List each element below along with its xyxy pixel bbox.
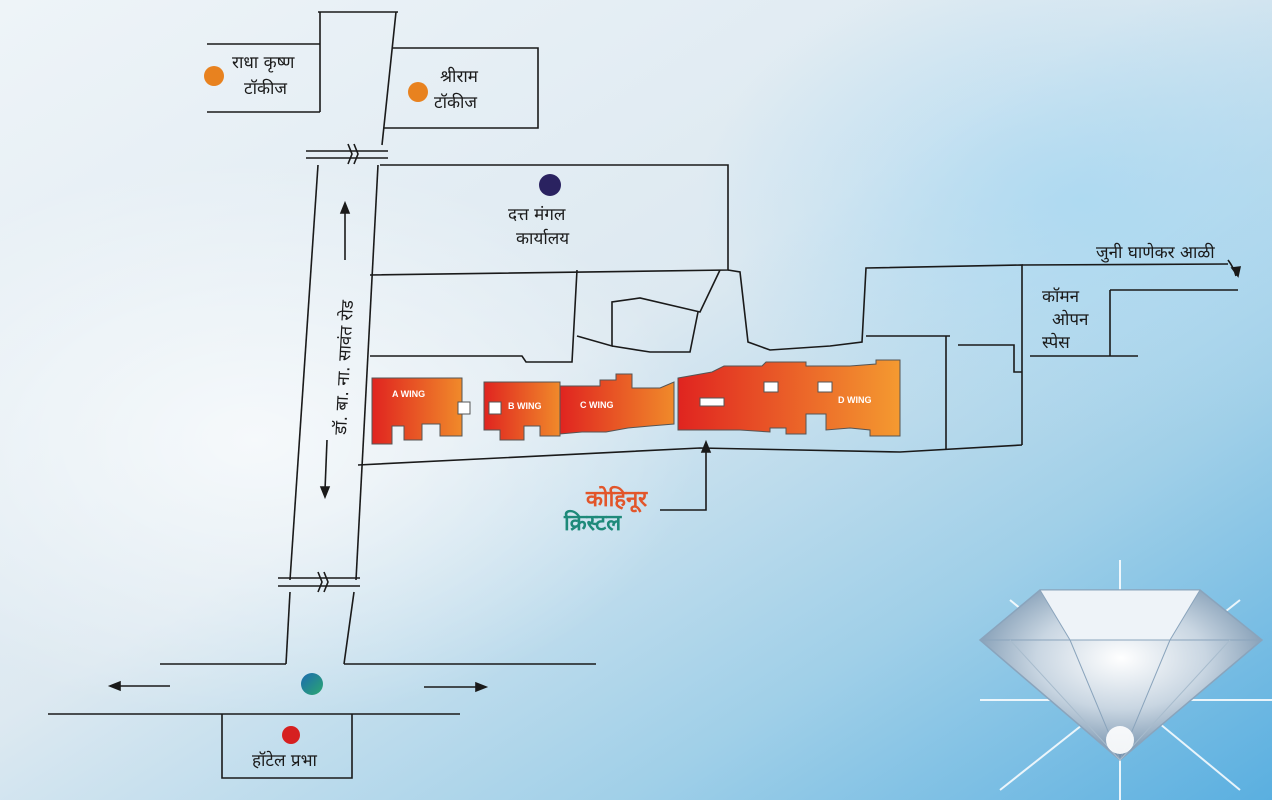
- junction-marker[interactable]: [301, 673, 323, 695]
- map-lines: [48, 11, 1238, 779]
- d-wing-building[interactable]: [677, 359, 901, 437]
- hotel-prabha-marker[interactable]: [282, 726, 300, 744]
- c-wing-label: C WING: [580, 400, 614, 410]
- common-open-label-1: कॉमन: [1042, 287, 1080, 307]
- d-wing-label: D WING: [838, 395, 872, 405]
- radha-krishna-marker[interactable]: [204, 66, 224, 86]
- a-wing-window: [457, 401, 471, 415]
- arrows: [107, 200, 1242, 693]
- datta-mangal-label-2: कार्यालय: [516, 228, 570, 249]
- common-open-label-2: ओपन: [1052, 309, 1089, 330]
- datta-mangal-marker[interactable]: [539, 174, 561, 196]
- radha-krishna-label-2: टॉकीज: [244, 78, 287, 99]
- shriram-label-2: टॉकीज: [434, 92, 477, 113]
- shriram-label-1: श्रीराम: [440, 66, 479, 87]
- buildings: [371, 359, 901, 445]
- hotel-prabha-label: हॉटेल प्रभा: [252, 750, 318, 771]
- shriram-marker[interactable]: [408, 82, 428, 102]
- c-wing-building[interactable]: [559, 373, 675, 435]
- d-wing-window-3: [817, 381, 833, 393]
- a-wing-label: A WING: [392, 389, 425, 399]
- brand-name-line2: क्रिस्टल: [563, 509, 622, 536]
- d-wing-window-2: [763, 381, 779, 393]
- radha-krishna-label-1: राधा कृष्ण: [232, 53, 295, 73]
- common-open-label-3: स्पेस: [1042, 332, 1070, 353]
- a-wing-building[interactable]: [371, 377, 463, 445]
- diamond-image: [978, 560, 1272, 800]
- b-wing-window: [488, 401, 502, 415]
- brand-name-line1: कोहिनूर: [585, 485, 648, 513]
- b-wing-label: B WING: [508, 401, 542, 411]
- datta-mangal-label-1: दत्त मंगल: [508, 205, 566, 225]
- d-wing-window-1: [699, 397, 725, 407]
- juni-ghanekar-label: जुनी घाणेकर आळी: [1096, 242, 1215, 263]
